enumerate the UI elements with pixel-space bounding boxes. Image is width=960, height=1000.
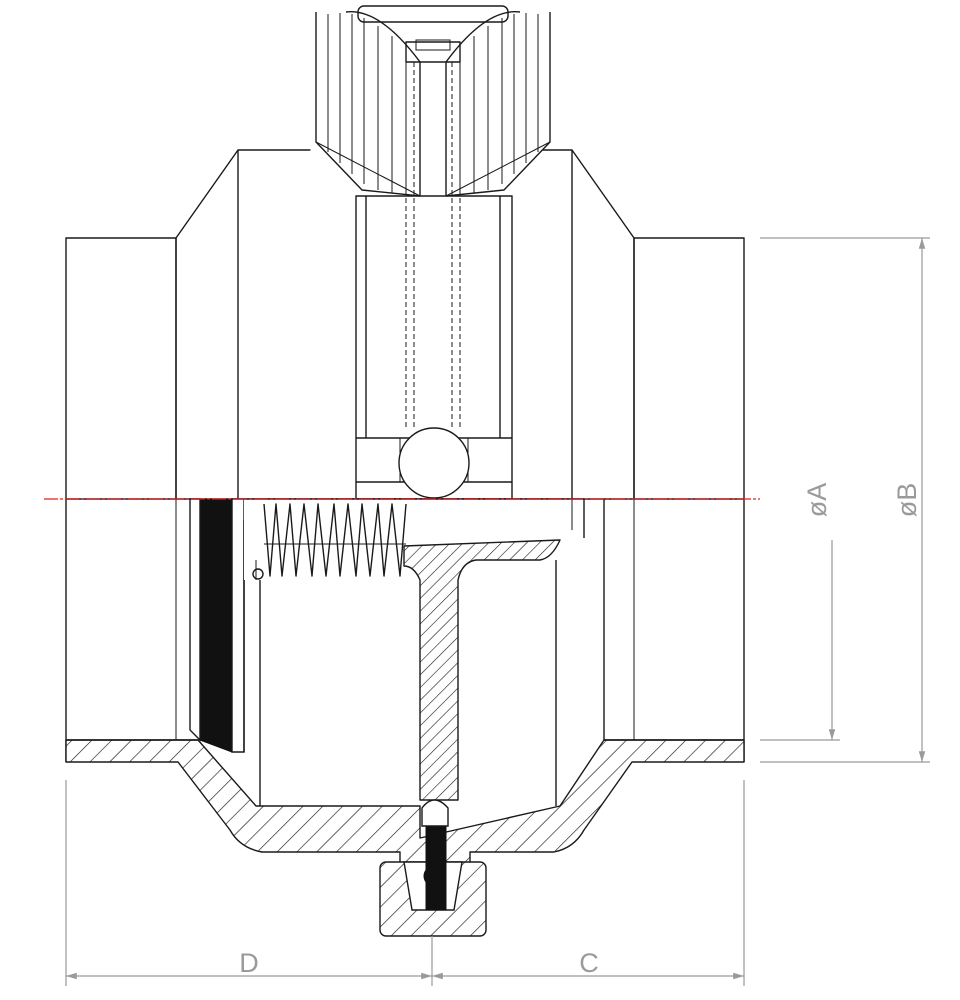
spring-disc	[244, 498, 585, 801]
valve-body-section	[65, 499, 745, 867]
dimension-label-d: D	[239, 948, 259, 978]
stem-housing	[355, 62, 513, 500]
dimension-label-dia-a: øA	[802, 483, 832, 518]
handle-knob	[298, 5, 552, 197]
dimension-label-c: C	[579, 948, 599, 978]
dimension-label-dia-b: øB	[892, 483, 922, 518]
drain-plug	[379, 799, 487, 937]
seal-ring	[189, 498, 245, 753]
dimension-lines	[65, 237, 930, 986]
